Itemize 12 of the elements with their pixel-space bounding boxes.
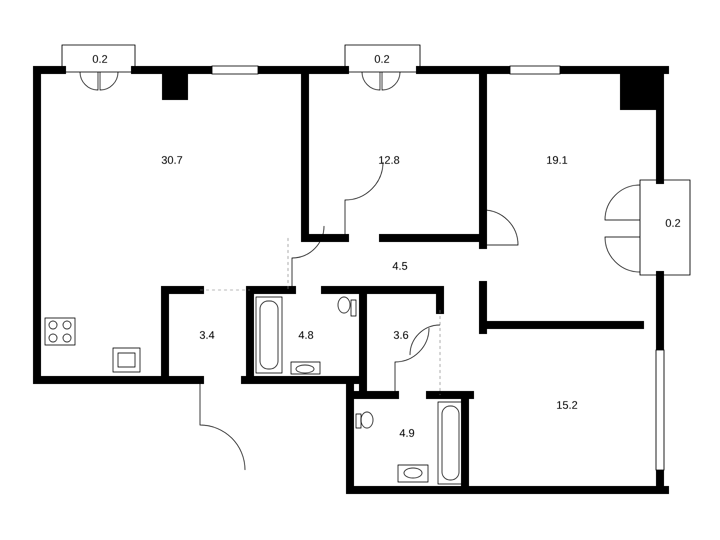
area-label: 30.7	[162, 156, 182, 164]
area-label: 3.6	[394, 331, 408, 339]
area-label: 4.9	[400, 429, 414, 437]
area-label: 0.2	[374, 55, 390, 63]
area-label: 0.2	[666, 219, 680, 227]
area-label: 4.5	[392, 262, 408, 270]
area-label: 19.1	[547, 156, 568, 164]
area-label: 15.2	[557, 401, 578, 409]
area-label: 12.8	[379, 156, 400, 164]
area-label: 0.2	[92, 55, 108, 63]
area-label: 4.8	[298, 331, 314, 339]
area-label: 3.4	[200, 331, 214, 339]
